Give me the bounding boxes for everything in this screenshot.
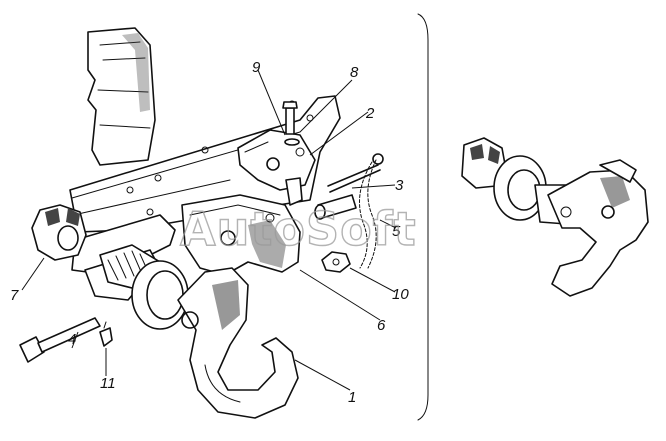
callout-7: 7 (10, 287, 19, 304)
castle-nut (31, 204, 87, 261)
callout-9: 9 (252, 59, 261, 76)
hook-shank (99, 244, 189, 330)
towing-hook (177, 267, 299, 419)
assembled-hook (547, 159, 649, 297)
callout-11: 11 (100, 375, 116, 392)
callout-8: 8 (350, 64, 359, 81)
assembled-nut (461, 137, 507, 189)
washer (284, 138, 300, 146)
hex-bolt (19, 317, 101, 363)
hook-housing (181, 194, 301, 276)
latch-bolt (282, 101, 298, 135)
callout-1: 1 (348, 389, 356, 406)
leader-lines (21, 69, 397, 391)
exploded-view (19, 27, 384, 419)
callout-6: 6 (377, 317, 386, 334)
chain (359, 159, 377, 269)
callout-4: 4 (68, 331, 76, 348)
castle-nut-small (321, 251, 351, 273)
assembled-view (461, 137, 649, 297)
assembled-spring (493, 155, 547, 221)
pin (314, 194, 357, 220)
cotter-pin (327, 153, 384, 193)
callout-10: 10 (392, 286, 409, 303)
callout-5: 5 (392, 223, 401, 240)
view-separator-line (417, 13, 429, 421)
grease-fitting (99, 321, 113, 347)
callout-labels: 1 2 3 4 5 6 7 8 9 10 11 (10, 59, 409, 406)
watermark-logo: AutoSoft (180, 202, 417, 256)
callout-2: 2 (365, 105, 375, 122)
callout-3: 3 (395, 177, 404, 194)
